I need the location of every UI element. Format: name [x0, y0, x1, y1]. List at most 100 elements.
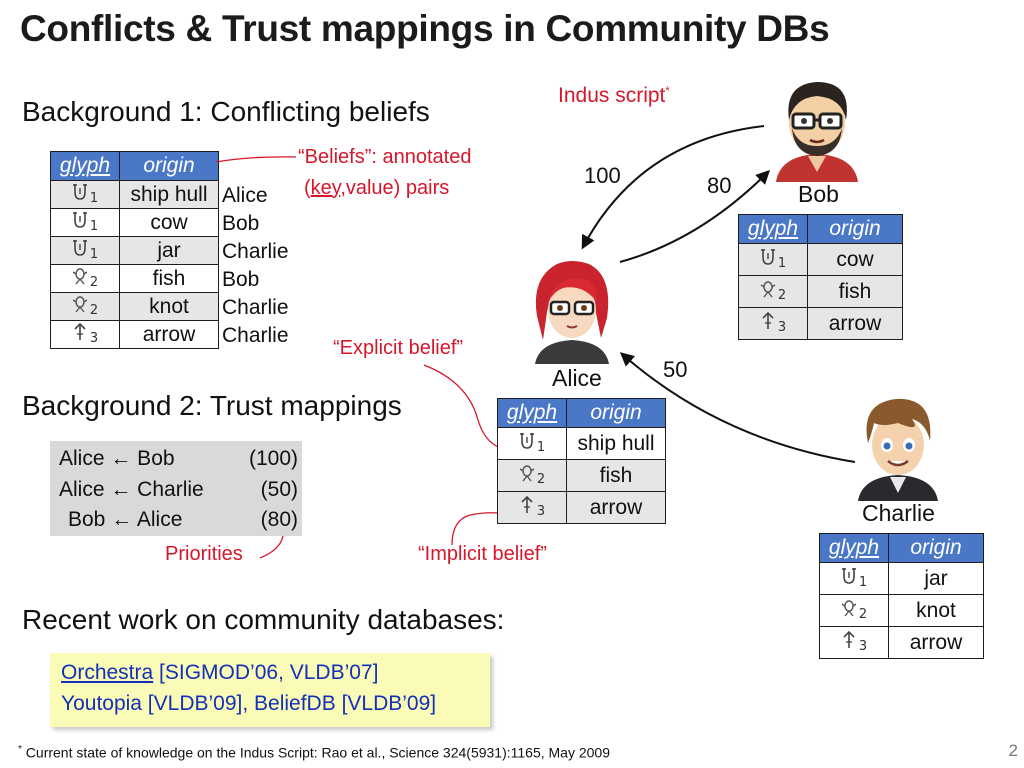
table-row: 3 arrow [50, 320, 219, 349]
alice-name: Alice [552, 365, 602, 391]
reference-text: [SIGMOD’06, VLDB’07] [153, 661, 379, 684]
orchestra-link[interactable]: Orchestra [61, 661, 154, 684]
explicit-belief-connector [423, 364, 499, 448]
trust-mappings-box: Alice ← Bob (100) Alice ← Charlie (50) B… [50, 441, 302, 536]
table-row: 1 cow [738, 243, 903, 276]
weight-bob-to-alice: 100 [584, 163, 621, 188]
trust-priority: (50) [260, 478, 298, 501]
trust-mapping-text: Alice ← Charlie [59, 478, 204, 501]
trust-mapping-row: Alice ← Charlie (50) [50, 475, 302, 505]
footnote: * Current state of knowledge on the Indu… [18, 744, 611, 761]
recent-work-heading: Recent work on community databases: [22, 604, 505, 635]
origin-cell: arrow [807, 307, 903, 340]
table-row: 2 knot [819, 594, 984, 627]
glyph-cell: 1 [819, 562, 889, 595]
bob-belief-table: glyph origin 1 cow 2 fish 3 arrow [738, 214, 903, 340]
glyph-column-header: glyph [819, 533, 889, 563]
glyph-cell: 2 [497, 459, 567, 492]
trust-mapping-text: Bob ← Alice [68, 508, 183, 531]
origin-column-header: origin [119, 151, 219, 181]
trust-mapping-text: Alice ← Bob [59, 447, 175, 470]
footnote-text: Current state of knowledge on the Indus … [25, 744, 611, 761]
reference-line-1: Orchestra [SIGMOD’06, VLDB’07] [61, 661, 378, 685]
origin-cell: knot [119, 292, 219, 321]
table-row: 2 fish [497, 459, 666, 492]
beliefs-annotation-line2: (key,value) pairs [304, 177, 450, 199]
trust-priority: (100) [248, 447, 298, 470]
background2-heading: Background 2: Trust mappings [22, 390, 402, 421]
background1-heading: Background 1: Conflicting beliefs [22, 96, 430, 127]
explicit-belief-label: “Explicit belief” [333, 337, 464, 359]
conflicting-beliefs-table: glyph origin 1 ship hull 1 cow 1 jar 2 f… [50, 151, 219, 349]
origin-column-header: origin [807, 214, 903, 244]
key-underlined: key [310, 177, 341, 199]
indus-glyph-3-icon [841, 630, 857, 650]
weight-alice-to-bob: 80 [707, 173, 732, 198]
priorities-connector [259, 535, 284, 559]
glyph-cell: 1 [50, 236, 120, 265]
glyph-cell: 1 [497, 427, 567, 460]
glyph-cell: 1 [738, 243, 808, 276]
table-row: 1 jar [819, 562, 984, 595]
glyph-cell: 2 [819, 594, 889, 627]
glyph-cell: 1 [50, 208, 120, 237]
indus-script-label: Indus script* [558, 84, 670, 107]
table-row: 2 knot [50, 292, 219, 321]
implicit-belief-connector [451, 512, 499, 546]
origin-cell: fish [807, 275, 903, 308]
beliefs-annotation-line1: “Beliefs”: annotated [298, 146, 472, 168]
belief-owner: Alice [222, 184, 268, 207]
origin-column-header: origin [566, 398, 666, 428]
origin-cell: cow [119, 208, 219, 237]
alice-avatar [535, 261, 609, 364]
page-number: 2 [1008, 741, 1018, 760]
glyph-cell: 1 [50, 180, 120, 209]
charlie-belief-table: glyph origin 1 jar 2 knot 3 arrow [819, 533, 984, 659]
table-row: 1 cow [50, 208, 219, 237]
bob-name: Bob [798, 181, 839, 207]
origin-cell: ship hull [566, 427, 666, 460]
origin-cell: jar [888, 562, 984, 595]
indus-glyph-2-icon [760, 279, 776, 299]
origin-cell: arrow [119, 320, 219, 349]
table-row: 3 arrow [738, 307, 903, 340]
weight-charlie-to-alice: 50 [663, 357, 688, 382]
indus-glyph-3-icon [760, 311, 776, 331]
priorities-label: Priorities [165, 543, 243, 565]
indus-glyph-1-icon [841, 566, 857, 586]
indus-glyph-3-icon [519, 495, 535, 515]
table-row: 1 jar [50, 236, 219, 265]
glyph-cell: 3 [738, 307, 808, 340]
glyph-cell: 3 [819, 626, 889, 659]
bob-avatar [776, 82, 858, 182]
glyph-column-header: glyph [738, 214, 808, 244]
origin-column-header: origin [888, 533, 984, 563]
indus-glyph-2-icon [841, 598, 857, 618]
belief-owner: Bob [222, 268, 260, 291]
origin-cell: knot [888, 594, 984, 627]
beliefs-annotation-connector [215, 156, 297, 163]
belief-owner: Charlie [222, 324, 289, 347]
origin-cell: arrow [566, 491, 666, 524]
belief-owner-list: Alice Bob Charlie Bob Charlie Charlie [222, 182, 289, 350]
glyph-cell: 2 [738, 275, 808, 308]
trust-arrow-bob-alice [581, 125, 765, 250]
references-box: Orchestra [SIGMOD’06, VLDB’07] Youtopia … [50, 653, 490, 727]
glyph-cell: 2 [50, 292, 120, 321]
origin-cell: jar [119, 236, 219, 265]
slide-title: Conflicts & Trust mappings in Community … [20, 8, 830, 49]
trust-mapping-row: Bob ← Alice (80) [50, 505, 302, 535]
indus-glyph-2-icon [519, 463, 535, 483]
belief-owner: Charlie [222, 240, 289, 263]
glyph-cell: 3 [50, 320, 120, 349]
trust-priority: (80) [260, 508, 298, 531]
trust-arrow-charlie-alice [619, 352, 856, 463]
origin-cell: fish [566, 459, 666, 492]
table-row: 1 ship hull [497, 427, 666, 460]
charlie-name: Charlie [862, 500, 935, 526]
belief-owner: Bob [222, 212, 260, 235]
table-row: 2 fish [738, 275, 903, 308]
origin-cell: cow [807, 243, 903, 276]
glyph-column-header: glyph [50, 151, 120, 181]
